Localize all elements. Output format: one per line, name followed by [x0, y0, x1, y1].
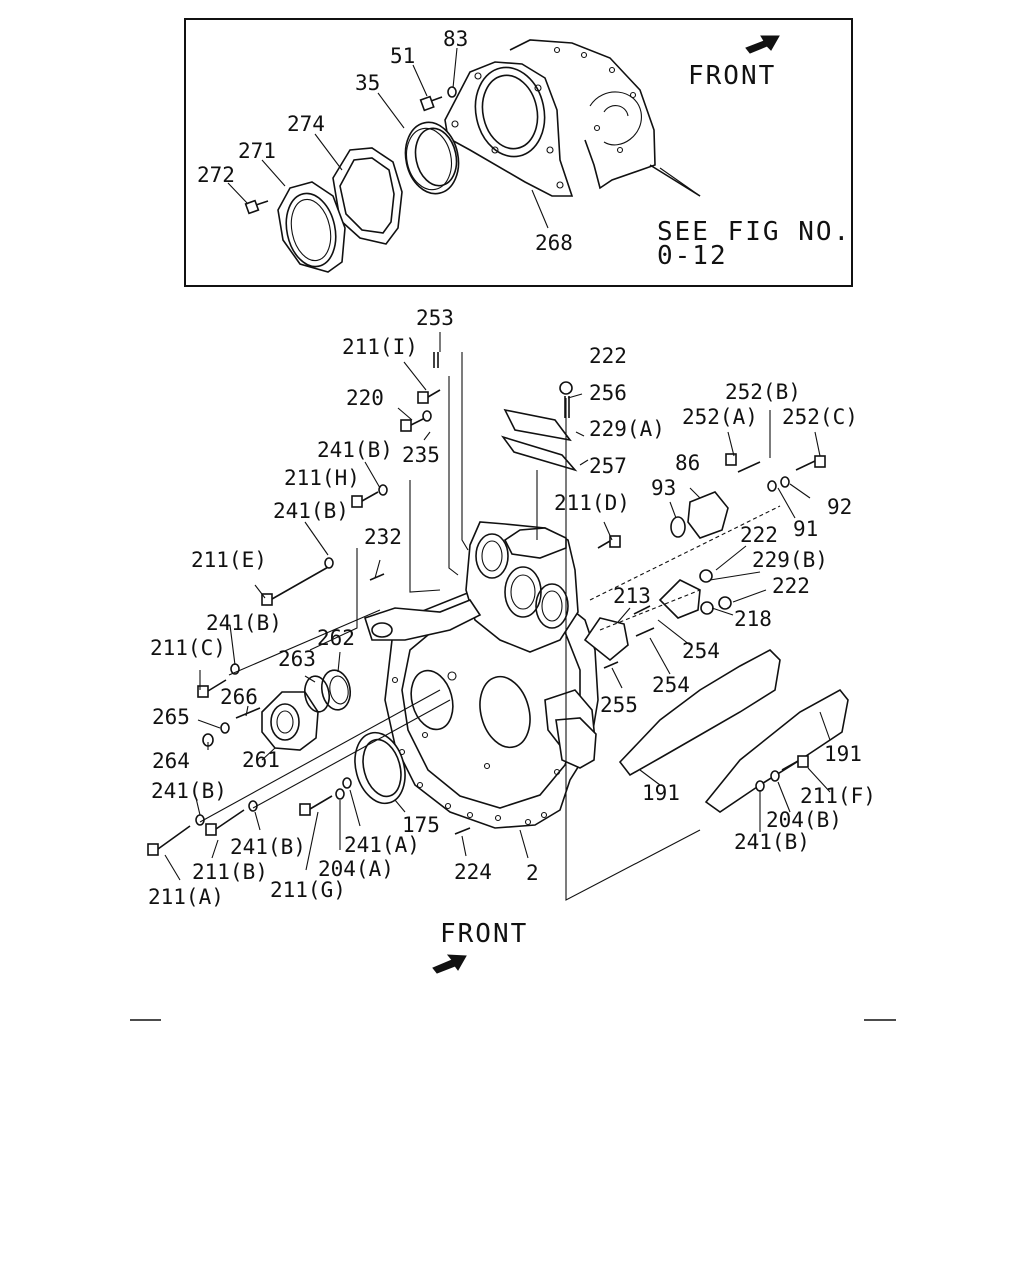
callout-255: 255 — [600, 693, 638, 717]
callout-211F: 211(F) — [800, 784, 876, 808]
front-arrow-icon — [432, 954, 467, 974]
callout-232: 232 — [364, 525, 402, 549]
front-arrow-icon — [745, 35, 780, 54]
bearing-262 — [320, 669, 352, 711]
callout-241B-4: 241(B) — [151, 779, 227, 803]
callout-268: 268 — [535, 231, 573, 255]
main-diagram: FRONT 253 211(I) 220 235 241(B) 211(H) 2… — [147, 306, 876, 974]
inset-leader-lines — [227, 47, 701, 229]
washer-set — [195, 381, 790, 826]
callout-262: 262 — [317, 626, 355, 650]
callout-263: 263 — [278, 647, 316, 671]
callout-211C: 211(C) — [150, 636, 226, 660]
callout-241B-2: 241(B) — [273, 499, 349, 523]
callout-211H: 211(H) — [284, 466, 360, 490]
callout-211D: 211(D) — [554, 491, 630, 515]
callout-241B-1: 241(B) — [317, 438, 393, 462]
main-front-label: FRONT — [440, 919, 528, 949]
callout-241B-6: 241(B) — [734, 830, 810, 854]
callout-252A: 252(A) — [682, 405, 758, 429]
bolt-272 — [244, 199, 269, 215]
callout-274: 274 — [287, 112, 325, 136]
main-leader-lines — [164, 332, 831, 901]
bolt-set — [147, 352, 826, 856]
cover-plate-191-upper — [618, 649, 781, 777]
cover-271 — [277, 181, 346, 273]
callout-257: 257 — [589, 454, 627, 478]
gasket-257 — [500, 435, 578, 472]
callout-51: 51 — [390, 44, 415, 68]
callout-264: 264 — [152, 749, 190, 773]
callout-191-upper: 191 — [824, 742, 862, 766]
callout-211I: 211(I) — [342, 335, 418, 359]
callout-241B-3: 241(B) — [206, 611, 282, 635]
callout-253: 253 — [416, 306, 454, 330]
callout-86: 86 — [675, 451, 700, 475]
see-fig-line2: 0-12 — [657, 241, 728, 271]
inset-front-label: FRONT — [688, 61, 776, 91]
oil-seal-175 — [354, 731, 406, 805]
callout-191-lower: 191 — [642, 781, 680, 805]
callout-222-top: 222 — [589, 344, 627, 368]
callout-241A: 241(A) — [344, 833, 420, 857]
callout-211B: 211(B) — [192, 860, 268, 884]
callout-261: 261 — [242, 748, 280, 772]
callout-218: 218 — [734, 607, 772, 631]
callout-229B: 229(B) — [752, 548, 828, 572]
callout-93: 93 — [651, 476, 676, 500]
callout-2: 2 — [526, 861, 539, 885]
callout-91: 91 — [793, 517, 818, 541]
callout-222-mid: 222 — [740, 523, 778, 547]
callout-272: 272 — [197, 163, 235, 187]
callout-83: 83 — [443, 27, 468, 51]
callout-222-low: 222 — [772, 574, 810, 598]
callout-229A: 229(A) — [589, 417, 665, 441]
callout-213: 213 — [613, 584, 651, 608]
callout-204A: 204(A) — [318, 857, 394, 881]
inset-frame — [184, 18, 853, 287]
cover-229A — [503, 408, 572, 442]
callout-211E: 211(E) — [191, 548, 267, 572]
bracket-213 — [583, 617, 629, 662]
callout-256: 256 — [589, 381, 627, 405]
adapter-261 — [261, 691, 319, 751]
callout-235: 235 — [402, 443, 440, 467]
bolt-51 — [419, 95, 443, 112]
callout-175: 175 — [402, 813, 440, 837]
flywheel-housing-2 — [363, 521, 599, 829]
callout-224: 224 — [454, 860, 492, 884]
callout-211A: 211(A) — [148, 885, 224, 909]
rear-seal-retainer-268 — [444, 61, 574, 197]
callout-254-1: 254 — [682, 639, 720, 663]
callout-35: 35 — [355, 71, 380, 95]
callout-211G: 211(G) — [270, 878, 346, 902]
cover-229B — [658, 579, 701, 619]
oil-seal-35 — [404, 121, 460, 195]
o-ring-263 — [303, 675, 331, 713]
cover-plate-191-lower — [704, 688, 849, 813]
callout-265: 265 — [152, 705, 190, 729]
gasket-274 — [332, 147, 403, 245]
callout-266: 266 — [220, 685, 258, 709]
callout-204B: 204(B) — [766, 808, 842, 832]
callout-92: 92 — [827, 495, 852, 519]
callout-241B-5: 241(B) — [230, 835, 306, 859]
see-fig-line1: SEE FIG NO. — [657, 217, 851, 247]
washer-83 — [447, 86, 457, 98]
callout-220: 220 — [346, 386, 384, 410]
callout-252B: 252(B) — [725, 380, 801, 404]
sensor-86 — [687, 491, 729, 539]
callout-252C: 252(C) — [782, 405, 858, 429]
callout-271: 271 — [238, 139, 276, 163]
o-ring-93 — [670, 516, 686, 538]
callout-254-2: 254 — [652, 673, 690, 697]
inset-panel: FRONT — [184, 18, 853, 287]
